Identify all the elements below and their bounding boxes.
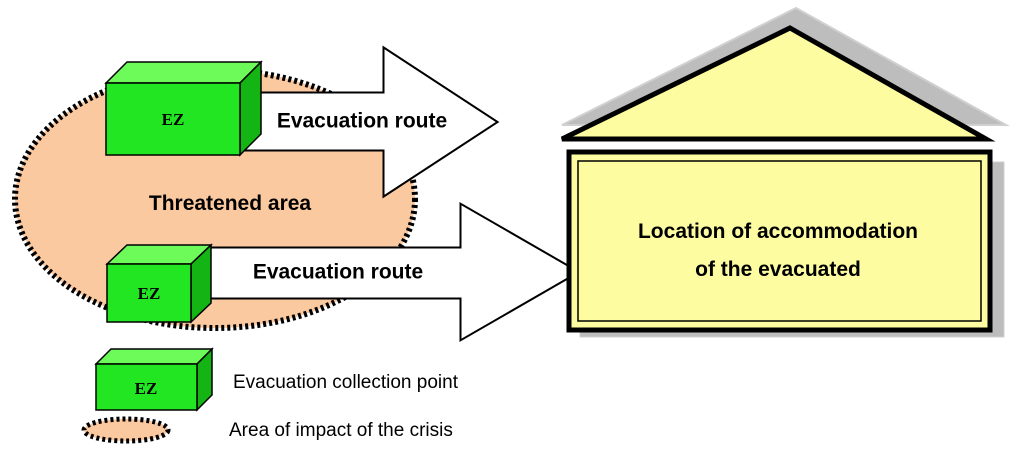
legend-impact-area-icon — [81, 416, 171, 444]
legend-impact-area: Area of impact of the crisis — [81, 416, 453, 444]
evacuation-route-arrow-top: Evacuation route — [244, 45, 500, 199]
accommodation-label-line1: Location of accommodation — [638, 220, 918, 243]
evacuation-route-label-bottom: Evacuation route — [253, 261, 423, 284]
ez-box-top: EZ — [104, 60, 263, 157]
ez-label-bottom: EZ — [138, 284, 161, 303]
legend-collection-point: EZ Evacuation collection point — [94, 347, 459, 412]
ez-label-top: EZ — [162, 110, 185, 129]
evacuation-route-label-top: Evacuation route — [277, 110, 447, 133]
ez-box-bottom: EZ — [105, 243, 213, 324]
evacuation-route-arrow-bottom: Evacuation route — [201, 201, 582, 343]
accommodation-label-line2: of the evacuated — [695, 258, 861, 281]
accommodation-house: Location of accommodation of the evacuat… — [560, 6, 1010, 338]
legend-collection-point-text: Evacuation collection point — [233, 372, 459, 393]
threatened-area-label: Threatened area — [149, 192, 312, 215]
legend-ez-icon-label: EZ — [135, 379, 158, 398]
legend-impact-area-text: Area of impact of the crisis — [229, 420, 453, 441]
